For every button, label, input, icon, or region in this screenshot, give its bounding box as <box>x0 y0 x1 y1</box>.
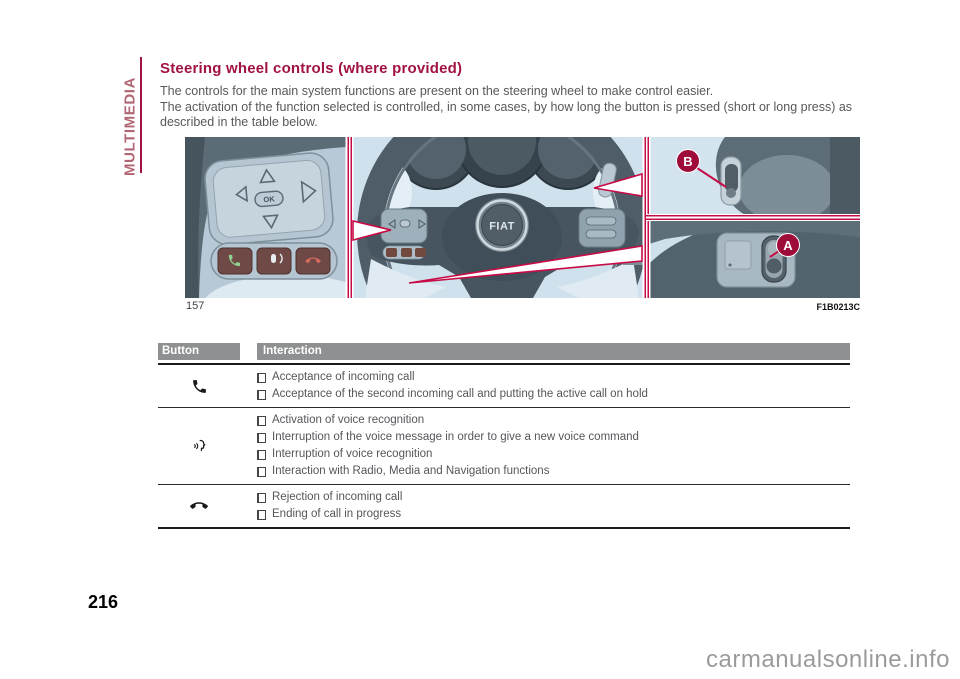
paddle-callout-wedge <box>593 172 643 197</box>
svg-text:OK: OK <box>263 194 276 204</box>
interaction-item-text: Interruption of the voice message in ord… <box>272 431 639 443</box>
interaction-item-text: Activation of voice recognition <box>272 414 425 426</box>
interaction-item: Interruption of the voice message in ord… <box>257 429 850 446</box>
phone-button-strip <box>210 242 338 280</box>
phone-reject-icon <box>190 502 208 509</box>
interaction-item: Interruption of voice recognition <box>257 446 850 463</box>
callout-wedges <box>352 172 643 284</box>
bottom-callout-wedge <box>408 245 643 284</box>
arrow-pad-cluster: OK <box>204 152 334 246</box>
interaction-item: Acceptance of the second incoming call a… <box>257 386 850 403</box>
intro-paragraph: The controls for the main system functio… <box>160 84 860 131</box>
interaction-item: Acceptance of incoming call <box>257 369 850 386</box>
watermark: carmanualsonline.info <box>706 646 950 673</box>
square-bullet-icon <box>257 466 266 477</box>
up-arrow-icon <box>259 168 276 184</box>
right-arrow-icon <box>300 180 317 204</box>
voice-recognition-icon <box>194 439 206 452</box>
button-icon-cell <box>158 378 240 395</box>
phone-accept-icon <box>192 379 206 393</box>
square-bullet-icon <box>257 372 266 383</box>
fiat-logo-text: FIAT <box>489 221 515 233</box>
callout-a-badge: A <box>776 233 800 257</box>
figure-code: F1B0213C <box>816 302 860 312</box>
callout-a-label: A <box>783 238 793 253</box>
steering-wheel-figure: OK <box>185 137 860 298</box>
interaction-item-text: Acceptance of incoming call <box>272 371 415 383</box>
interaction-item-text: Interruption of voice recognition <box>272 448 433 460</box>
square-bullet-icon <box>257 432 266 443</box>
down-arrow-icon <box>262 214 279 230</box>
page-number: 216 <box>88 592 119 612</box>
interaction-item-text: Acceptance of the second incoming call a… <box>272 388 648 400</box>
interaction-item-text: Interaction with Radio, Media and Naviga… <box>272 465 550 477</box>
paragraph-line: The controls for the main system functio… <box>160 84 714 98</box>
panel-dividers <box>345 137 860 298</box>
left-callout-wedge <box>352 219 392 242</box>
square-bullet-icon <box>257 509 266 520</box>
square-bullet-icon <box>257 415 266 426</box>
column-header-button: Button <box>158 343 240 360</box>
left-arrow-icon <box>235 185 249 203</box>
button-icon-cell <box>158 497 240 515</box>
square-bullet-icon <box>257 492 266 503</box>
figure-panel-control-a: A <box>646 221 860 298</box>
figure-panel-control-b: B <box>646 137 860 215</box>
fiat-badge: FIAT <box>475 198 529 252</box>
interaction-item: Ending of call in progress <box>257 506 850 523</box>
figure-panel-left-controls: OK <box>185 137 346 298</box>
interaction-item-text: Ending of call in progress <box>272 508 402 520</box>
table-top-rule <box>158 363 850 365</box>
column-header-interaction: Interaction <box>257 343 850 360</box>
interaction-item-text: Rejection of incoming call <box>272 491 403 503</box>
button-icon-cell <box>158 438 240 454</box>
square-bullet-icon <box>257 389 266 400</box>
interaction-item: Rejection of incoming call <box>257 489 850 506</box>
sidebar-section-label: MULTIMEDIA <box>121 76 139 177</box>
interaction-item: Interaction with Radio, Media and Naviga… <box>257 463 850 480</box>
sidebar-rule <box>140 57 142 173</box>
table-header: Button Interaction <box>158 343 850 360</box>
ok-button <box>254 190 284 208</box>
header-gap <box>240 343 257 360</box>
square-bullet-icon <box>257 449 266 460</box>
left-spoke-controls <box>380 208 428 260</box>
control-b-lever <box>720 156 742 206</box>
paragraph-line: The activation of the function selected … <box>160 99 853 130</box>
interaction-item: Activation of voice recognition <box>257 412 850 429</box>
voice-button-icon <box>271 253 283 264</box>
callout-b-label: B <box>683 154 692 169</box>
controls-table: Button Interaction Acceptance of incomin… <box>158 343 850 529</box>
callout-b-badge: B <box>676 149 700 173</box>
figure-number: 157 <box>186 300 205 312</box>
page-title: Steering wheel controls (where provided) <box>160 60 463 77</box>
